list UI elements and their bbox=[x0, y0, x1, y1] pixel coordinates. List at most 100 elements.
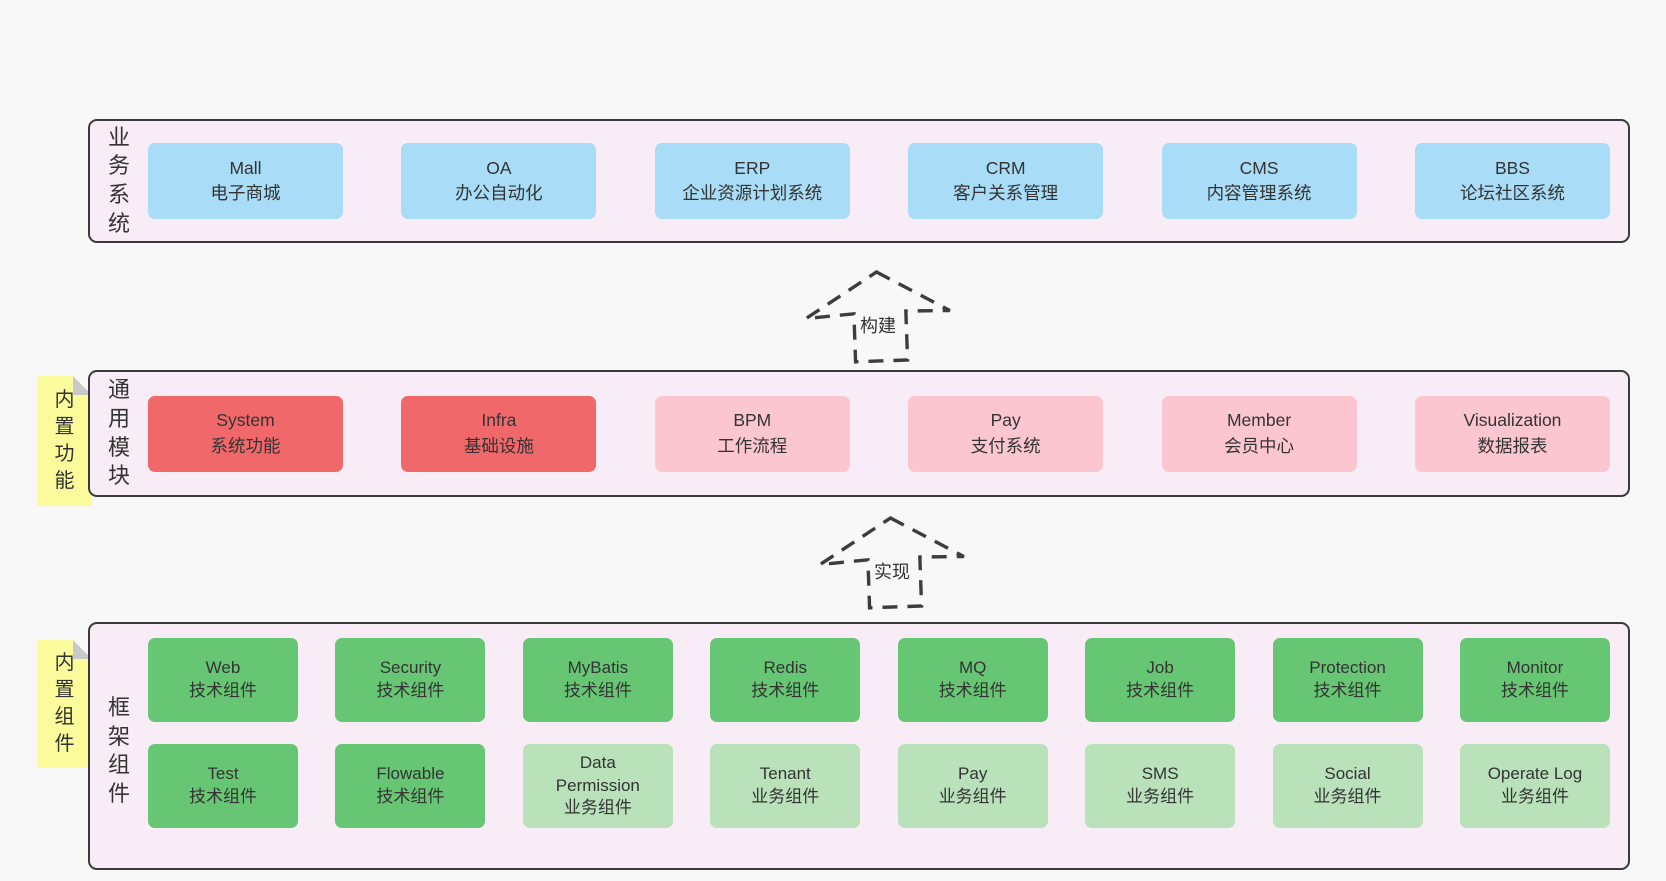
dashed-up-arrow-implement: 实现 bbox=[812, 512, 972, 612]
up-arrow-icon bbox=[819, 516, 965, 610]
box-name: Monitor bbox=[1506, 658, 1564, 678]
box-name: Data Permission bbox=[555, 752, 640, 795]
box-desc: 业务组件 bbox=[1126, 787, 1195, 806]
box-desc: 业务组件 bbox=[1500, 787, 1569, 806]
box-pay-component: Pay 业务组件 bbox=[897, 744, 1048, 828]
box-cms: CMS 内容管理系统 bbox=[1161, 143, 1357, 219]
box-protection: Protection 技术组件 bbox=[1272, 638, 1423, 722]
box-crm: CRM 客户关系管理 bbox=[908, 143, 1104, 219]
box-desc: 技术组件 bbox=[189, 681, 257, 700]
band-box-row: Mall 电子商城 OA 办公自动化 ERP 企业资源计划系统 CRM 客户关系… bbox=[132, 143, 1628, 219]
box-mq: MQ 技术组件 bbox=[897, 638, 1048, 722]
box-name: MyBatis bbox=[567, 658, 629, 678]
box-name: MQ bbox=[958, 658, 987, 678]
box-desc: 工作流程 bbox=[717, 435, 788, 456]
box-name: Flowable bbox=[376, 764, 445, 784]
box-name: Security bbox=[379, 658, 442, 678]
box-name: Tenant bbox=[759, 764, 811, 784]
box-visualization: Visualization 数据报表 bbox=[1414, 395, 1610, 472]
box-security: Security 技术组件 bbox=[335, 638, 486, 722]
box-name: BPM bbox=[733, 410, 772, 431]
box-data-permission: Data Permission 业务组件 bbox=[522, 744, 673, 828]
box-desc: 客户关系管理 bbox=[953, 183, 1059, 203]
box-desc: 技术组件 bbox=[1500, 681, 1569, 700]
box-name: BBS bbox=[1494, 157, 1530, 178]
box-desc: 业务组件 bbox=[563, 798, 632, 818]
component-grid: Web 技术组件 Security 技术组件 MyBatis 技术组件 Redi… bbox=[132, 624, 1628, 828]
sticky-note-label: 内置组件 bbox=[54, 652, 75, 755]
box-name: CMS bbox=[1239, 157, 1279, 178]
box-member: Member 会员中心 bbox=[1161, 395, 1357, 472]
box-operate-log: Operate Log 业务组件 bbox=[1459, 744, 1610, 828]
box-system: System 系统功能 bbox=[148, 395, 343, 472]
box-desc: 业务组件 bbox=[751, 787, 820, 806]
box-sms: SMS 业务组件 bbox=[1085, 744, 1236, 828]
box-job: Job 技术组件 bbox=[1085, 638, 1236, 722]
band-label: 通用模块 bbox=[107, 377, 130, 489]
box-bpm: BPM 工作流程 bbox=[654, 395, 850, 472]
box-desc: 技术组件 bbox=[751, 681, 820, 700]
box-desc: 论坛社区系统 bbox=[1459, 183, 1565, 203]
sticky-note-label: 内置功能 bbox=[54, 389, 75, 492]
box-desc: 企业资源计划系统 bbox=[682, 183, 823, 203]
box-mall: Mall 电子商城 bbox=[148, 143, 343, 219]
box-desc: 数据报表 bbox=[1477, 435, 1548, 456]
box-desc: 技术组件 bbox=[189, 787, 257, 806]
box-desc: 技术组件 bbox=[563, 681, 632, 700]
box-name: Job bbox=[1146, 658, 1174, 678]
box-name: Web bbox=[205, 658, 241, 678]
box-desc: 业务组件 bbox=[1313, 787, 1382, 806]
band-box-row: System 系统功能 Infra 基础设施 BPM 工作流程 Pay 支付系统… bbox=[132, 395, 1628, 472]
box-redis: Redis 技术组件 bbox=[710, 638, 861, 722]
box-infra: Infra 基础设施 bbox=[401, 395, 597, 472]
box-desc: 基础设施 bbox=[463, 435, 534, 456]
box-name: Member bbox=[1226, 410, 1292, 431]
band-label: 框架组件 bbox=[107, 695, 130, 806]
band-business-systems: 业务系统 Mall 电子商城 OA 办公自动化 ERP 企业资源计划系统 CRM… bbox=[88, 119, 1630, 243]
box-name: ERP bbox=[734, 157, 771, 178]
box-name: System bbox=[216, 410, 275, 431]
dashed-up-arrow-build: 构建 bbox=[798, 266, 958, 366]
box-desc: 技术组件 bbox=[1126, 681, 1195, 700]
sticky-note-builtin-components: 内置组件 bbox=[37, 640, 92, 768]
box-flowable: Flowable 技术组件 bbox=[335, 744, 486, 828]
box-name: SMS bbox=[1141, 764, 1179, 784]
box-name: CRM bbox=[985, 157, 1026, 178]
box-name: OA bbox=[486, 157, 512, 178]
box-monitor: Monitor 技术组件 bbox=[1459, 638, 1610, 722]
box-name: Operate Log bbox=[1487, 764, 1583, 784]
up-arrow-icon bbox=[805, 270, 951, 364]
box-desc: 技术组件 bbox=[376, 787, 445, 806]
box-desc: 技术组件 bbox=[376, 681, 445, 700]
arrow-label: 构建 bbox=[857, 312, 899, 338]
box-name: Pay bbox=[990, 410, 1021, 431]
box-desc: 技术组件 bbox=[938, 681, 1007, 700]
box-name: Mall bbox=[229, 157, 262, 178]
sticky-note-builtin-functions: 内置功能 bbox=[37, 376, 92, 506]
box-desc: 系统功能 bbox=[210, 435, 281, 456]
arrow-label: 实现 bbox=[871, 558, 913, 584]
box-name: Infra bbox=[481, 410, 517, 431]
box-tenant: Tenant 业务组件 bbox=[710, 744, 861, 828]
box-desc: 办公自动化 bbox=[455, 183, 543, 203]
band-label: 业务系统 bbox=[107, 124, 130, 236]
box-pay-system: Pay 支付系统 bbox=[908, 395, 1104, 472]
box-desc: 内容管理系统 bbox=[1206, 183, 1312, 203]
box-desc: 会员中心 bbox=[1224, 435, 1295, 456]
box-mybatis: MyBatis 技术组件 bbox=[522, 638, 673, 722]
box-name: Visualization bbox=[1463, 410, 1562, 431]
box-name: Pay bbox=[958, 764, 988, 784]
box-test: Test 技术组件 bbox=[148, 744, 298, 828]
box-web: Web 技术组件 bbox=[148, 638, 298, 722]
box-desc: 业务组件 bbox=[938, 787, 1007, 806]
box-social: Social 业务组件 bbox=[1272, 744, 1423, 828]
box-desc: 支付系统 bbox=[970, 435, 1041, 456]
box-erp: ERP 企业资源计划系统 bbox=[654, 143, 850, 219]
box-name: Social bbox=[1324, 764, 1371, 784]
box-oa: OA 办公自动化 bbox=[401, 143, 597, 219]
band-framework-components: 框架组件 Web 技术组件 Security 技术组件 MyBatis 技术组件… bbox=[88, 622, 1630, 870]
box-name: Test bbox=[207, 764, 239, 784]
band-common-modules: 通用模块 System 系统功能 Infra 基础设施 BPM 工作流程 Pay… bbox=[88, 370, 1630, 497]
box-name: Redis bbox=[763, 658, 807, 678]
